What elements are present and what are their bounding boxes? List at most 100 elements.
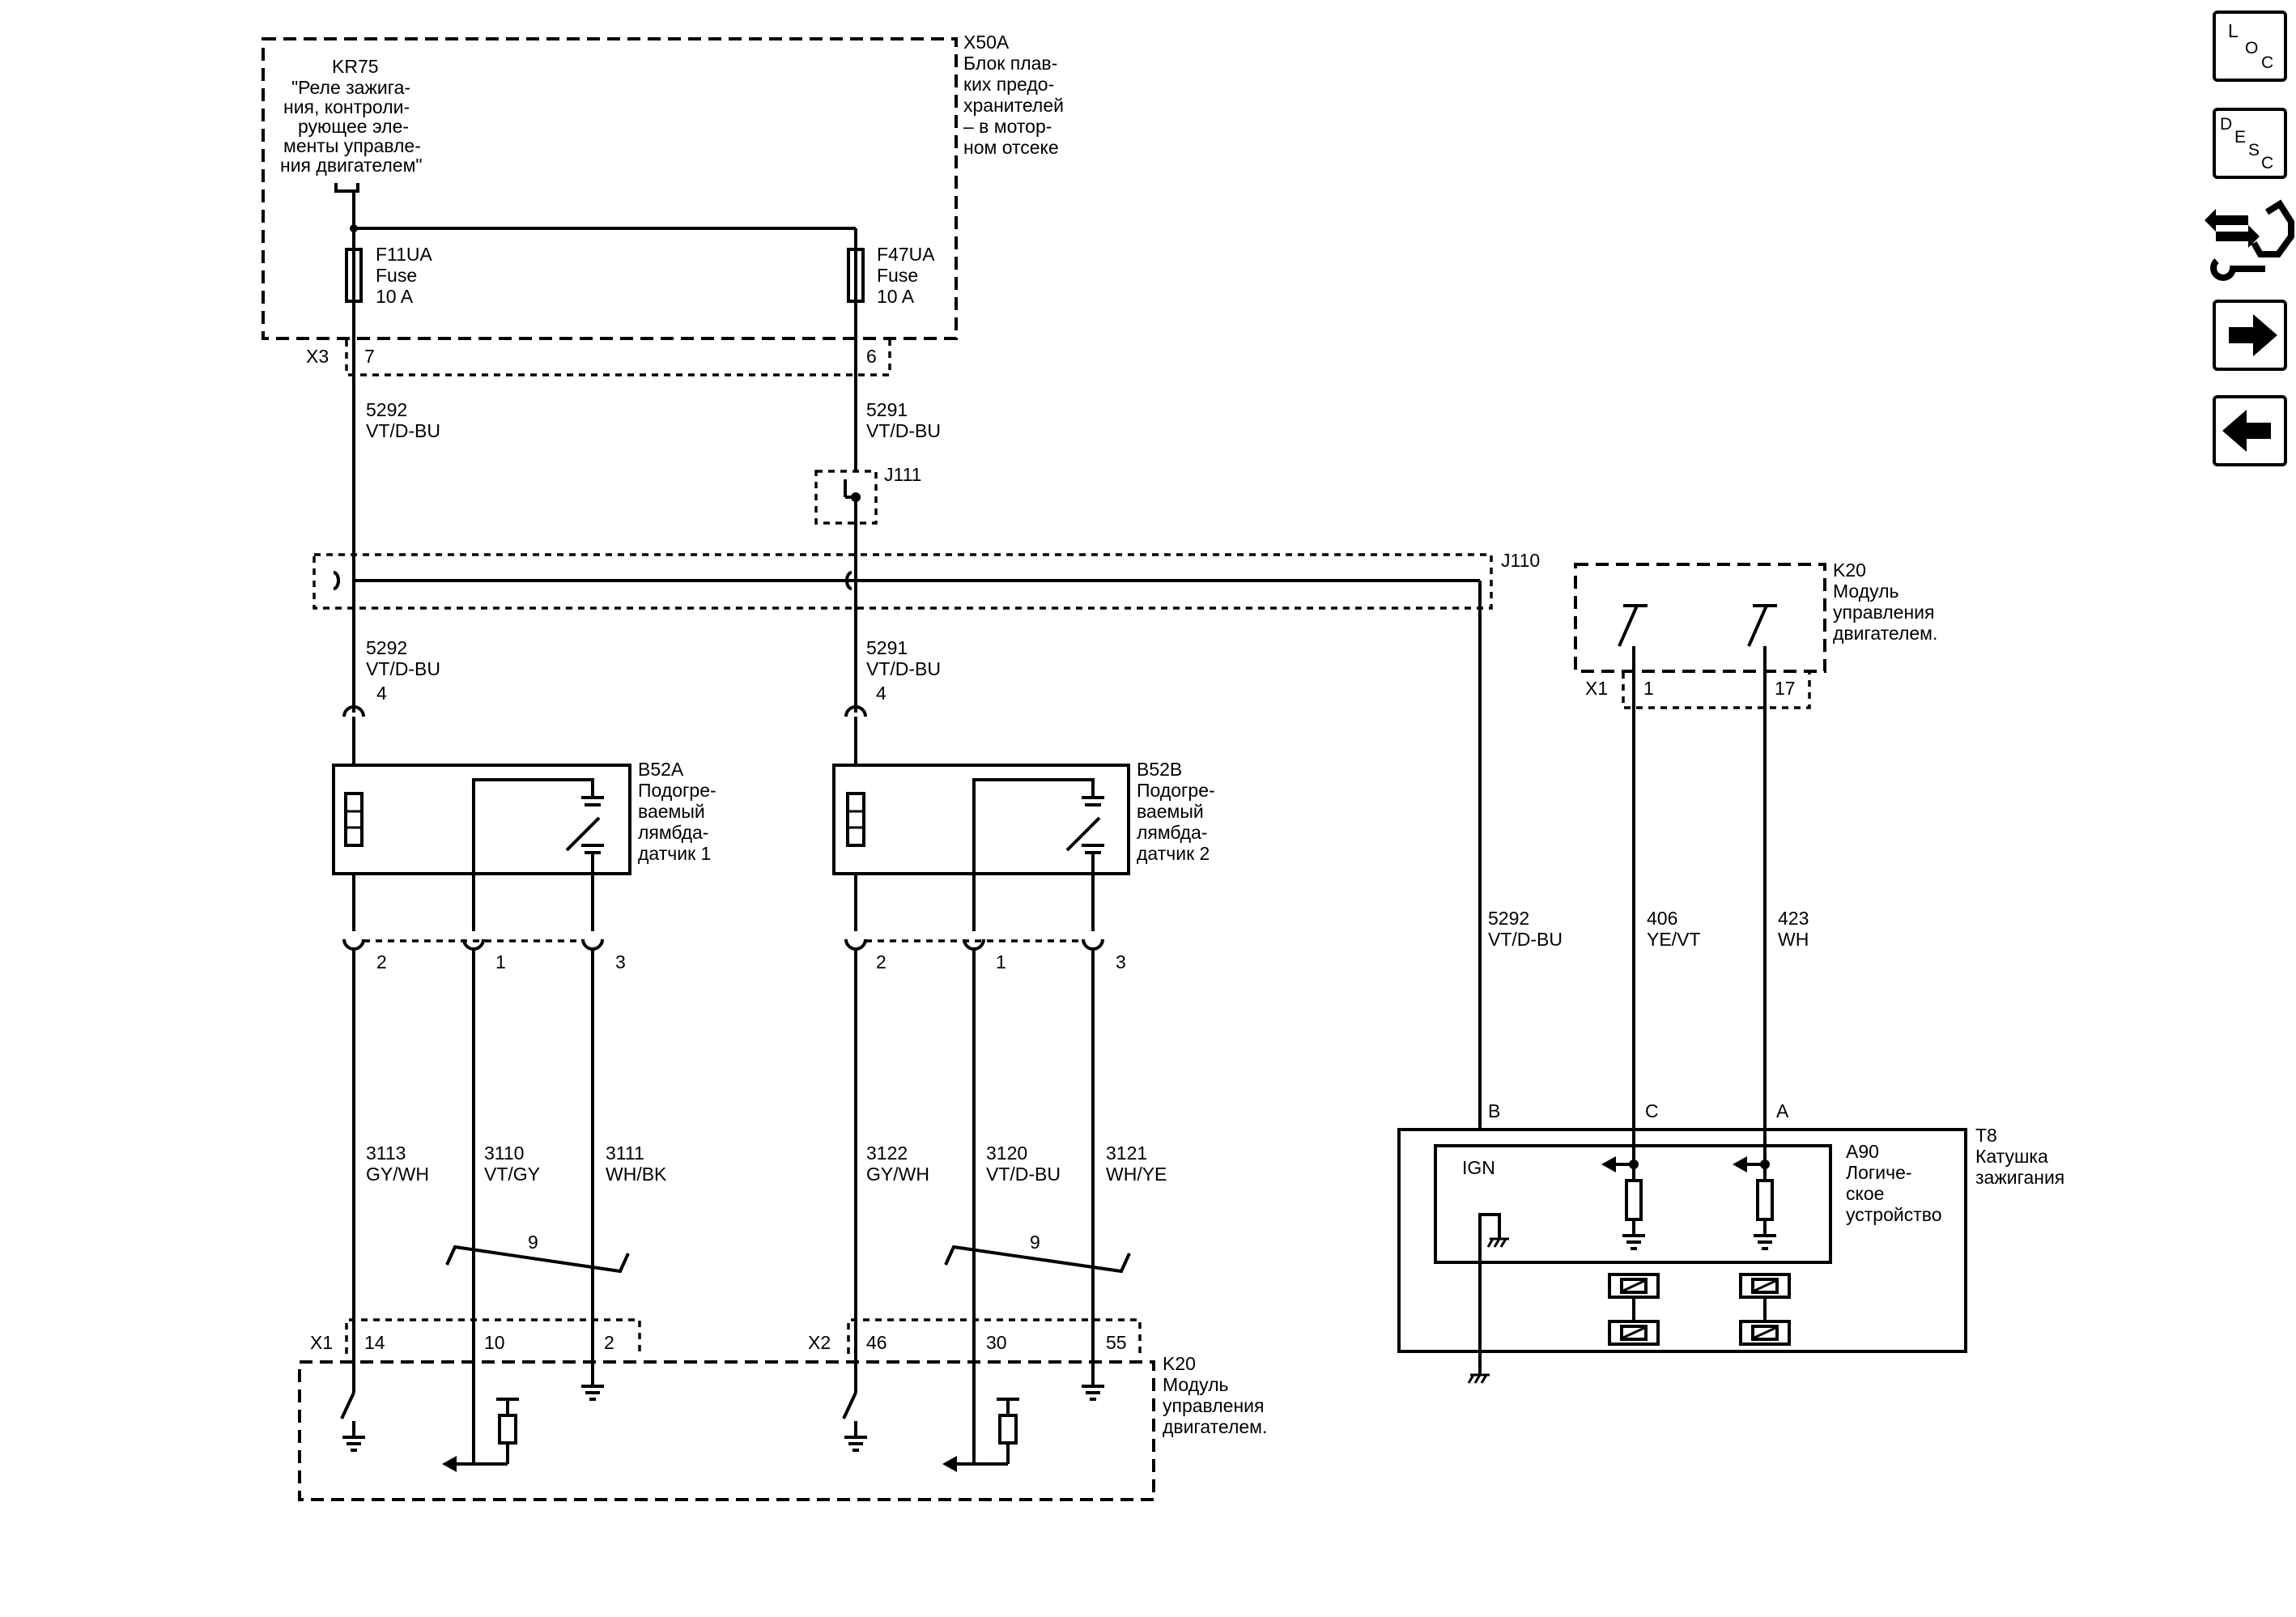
svg-text:X1: X1: [310, 1332, 333, 1353]
wires-left-group: 3113 GY/WH 3110 VT/GY 3111 WH/BK 9: [352, 949, 667, 1464]
svg-text:лямбда-: лямбда-: [1137, 822, 1207, 843]
coil-c: [1608, 1273, 1660, 1346]
svg-text:10: 10: [484, 1332, 505, 1353]
next-button[interactable]: [2213, 300, 2287, 371]
sensor-b52b: 4 B52B Подогре- ваемый лямбда- датчик 2: [832, 683, 1215, 875]
svg-text:Катушка: Катушка: [1975, 1146, 2048, 1167]
svg-text:VT/D-BU: VT/D-BU: [366, 658, 440, 679]
svg-text:датчик 1: датчик 1: [638, 843, 711, 864]
svg-text:ких предо-: ких предо-: [963, 74, 1054, 95]
svg-text:ном отсеке: ном отсеке: [963, 137, 1059, 158]
ignition-coil-t8: T8 Катушка зажигания B C A IGN A90 Логич…: [1397, 1100, 2064, 1384]
svg-text:A: A: [1776, 1100, 1789, 1121]
svg-text:6: 6: [866, 346, 877, 367]
sensor-b52a: 4 B52A Подогре- ваемый лямбда- датчик 1: [332, 683, 716, 875]
b52b-connector: 2 1 3: [844, 874, 1126, 972]
splice-j110: J110: [313, 550, 1540, 1130]
svg-text:Fuse: Fuse: [877, 265, 918, 286]
ecm-k20-right: K20 Модуль управления двигателем. X1 1 1…: [1574, 560, 1937, 1164]
svg-text:GY/WH: GY/WH: [866, 1164, 929, 1185]
svg-text:423: 423: [1778, 908, 1809, 929]
connector-x1-bottom: X1 14 10 2: [310, 1318, 641, 1354]
svg-text:J110: J110: [1501, 550, 1540, 571]
relay-kr75: KR75 "Реле зажига- ния, контроли- рующее…: [280, 56, 423, 228]
svg-text:рующее эле-: рующее эле-: [298, 116, 409, 137]
svg-text:3110: 3110: [484, 1143, 524, 1164]
svg-text:датчик 2: датчик 2: [1137, 843, 1210, 864]
ecm-k20-bottom: K20 Модуль управления двигателем.: [298, 1353, 1267, 1501]
svg-text:– в мотор-: – в мотор-: [963, 116, 1052, 137]
svg-text:3121: 3121: [1106, 1143, 1147, 1164]
svg-text:K20: K20: [1833, 560, 1866, 581]
svg-text:ния, контроли-: ния, контроли-: [283, 96, 410, 117]
svg-text:55: 55: [1106, 1332, 1127, 1353]
svg-text:управления: управления: [1163, 1395, 1264, 1416]
relay-id: KR75: [332, 56, 379, 77]
svg-text:5292: 5292: [366, 637, 407, 658]
b52a-connector: 2 1 3: [342, 874, 626, 972]
svg-text:Модуль: Модуль: [1163, 1374, 1229, 1395]
wires-right-group: 3122 GY/WH 3120 VT/D-BU 3121 WH/YE 9: [854, 949, 1167, 1464]
svg-text:C: C: [1645, 1100, 1659, 1121]
connector-x3: X3 7 6: [306, 340, 891, 377]
svg-text:9: 9: [528, 1232, 538, 1253]
svg-text:2: 2: [604, 1332, 614, 1353]
svg-text:A90: A90: [1846, 1141, 1879, 1162]
loc-button[interactable]: L O C: [2213, 11, 2287, 82]
svg-text:управления: управления: [1833, 602, 1934, 623]
svg-text:Подогре-: Подогре-: [638, 780, 716, 801]
svg-text:J111: J111: [884, 464, 921, 485]
svg-text:K20: K20: [1163, 1353, 1196, 1374]
fuse-block-x50a: X50A Блок плав- ких предо- хранителей – …: [261, 32, 1064, 340]
svg-text:1: 1: [996, 951, 1006, 972]
svg-text:1: 1: [495, 951, 506, 972]
svg-text:двигателем.: двигателем.: [1163, 1416, 1267, 1437]
svg-text:Fuse: Fuse: [376, 265, 417, 286]
svg-text:устройство: устройство: [1846, 1204, 1942, 1225]
svg-text:7: 7: [364, 346, 375, 367]
splice-j111: J111: [814, 464, 921, 525]
svg-text:C: C: [2261, 154, 2273, 172]
svg-text:ния двигателем": ния двигателем": [280, 155, 423, 176]
svg-text:5291: 5291: [866, 399, 908, 420]
svg-text:O: O: [2245, 39, 2258, 57]
svg-text:5292: 5292: [1488, 908, 1529, 929]
svg-text:Блок плав-: Блок плав-: [963, 53, 1057, 74]
svg-text:менты управле-: менты управле-: [283, 135, 421, 156]
back-button[interactable]: [2213, 395, 2287, 466]
svg-text:10 A: 10 A: [376, 286, 414, 307]
svg-text:GY/WH: GY/WH: [366, 1164, 429, 1185]
connector-tool-icon[interactable]: [2205, 199, 2294, 281]
svg-text:VT/D-BU: VT/D-BU: [366, 420, 440, 441]
svg-text:X1: X1: [1585, 678, 1608, 699]
svg-text:406: 406: [1647, 908, 1677, 929]
svg-text:WH/BK: WH/BK: [606, 1164, 667, 1185]
svg-text:4: 4: [376, 683, 387, 704]
svg-text:9: 9: [1030, 1232, 1040, 1253]
svg-text:Подогре-: Подогре-: [1137, 780, 1215, 801]
svg-text:зажигания: зажигания: [1975, 1167, 2064, 1188]
svg-text:WH: WH: [1778, 929, 1809, 950]
svg-text:двигателем.: двигателем.: [1833, 623, 1937, 644]
svg-text:VT/GY: VT/GY: [484, 1164, 540, 1185]
svg-text:хранителей: хранителей: [963, 95, 1064, 116]
svg-text:B: B: [1488, 1100, 1500, 1121]
svg-text:5292: 5292: [366, 399, 407, 420]
svg-text:VT/D-BU: VT/D-BU: [1488, 929, 1563, 950]
desc-button[interactable]: D E S C: [2213, 108, 2287, 179]
svg-text:3111: 3111: [606, 1143, 644, 1164]
svg-text:D: D: [2220, 115, 2232, 134]
svg-text:Логиче-: Логиче-: [1846, 1162, 1912, 1183]
svg-text:3113: 3113: [366, 1143, 406, 1164]
svg-text:E: E: [2234, 128, 2246, 147]
svg-text:3: 3: [615, 951, 626, 972]
svg-text:T8: T8: [1975, 1125, 1997, 1146]
svg-text:46: 46: [866, 1332, 887, 1353]
coil-a: [1739, 1273, 1791, 1346]
svg-text:X2: X2: [808, 1332, 831, 1353]
svg-text:VT/D-BU: VT/D-BU: [866, 658, 941, 679]
svg-text:ское: ское: [1846, 1183, 1884, 1204]
svg-text:ваемый: ваемый: [638, 801, 705, 822]
svg-text:30: 30: [986, 1332, 1007, 1353]
svg-text:VT/D-BU: VT/D-BU: [986, 1164, 1061, 1185]
